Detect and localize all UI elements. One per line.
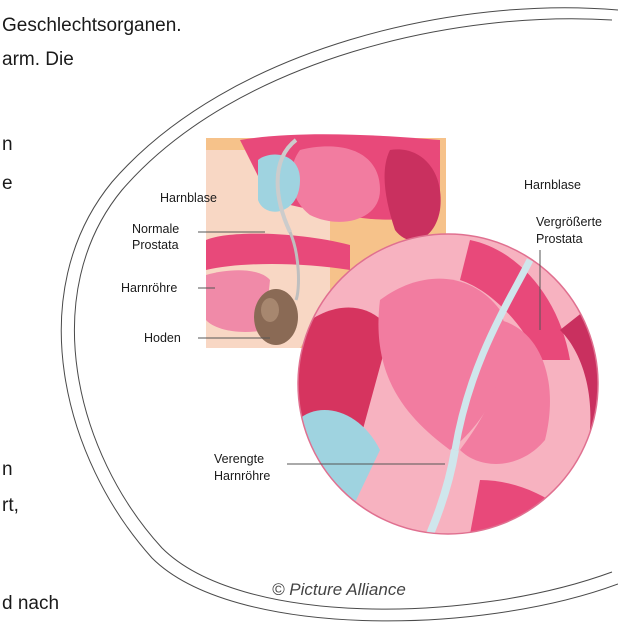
label-normale-prostata-2: Prostata [132,238,179,252]
label-normale-prostata-1: Normale [132,222,179,236]
label-vergroesserte-2: Prostata [536,232,583,246]
label-verengte-1: Verengte [214,452,264,466]
label-harnblase-left: Harnblase [160,191,217,205]
magnified-prostata [298,234,598,534]
label-verengte-2: Harnröhre [214,469,270,483]
label-harnroehre: Harnröhre [121,281,177,295]
label-vergroesserte-1: Vergrößerte [536,215,602,229]
image-credit: © Picture Alliance [272,580,406,600]
label-harnblase-right: Harnblase [524,178,581,192]
label-hoden: Hoden [144,331,181,345]
